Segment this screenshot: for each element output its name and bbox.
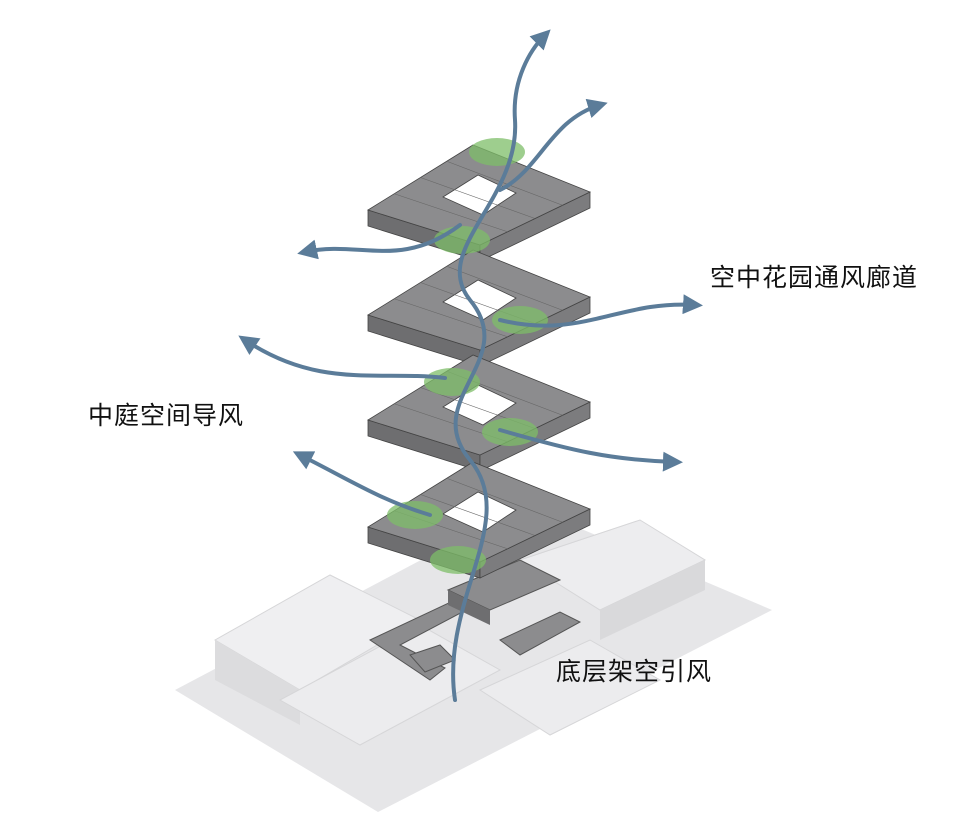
airflow-arrow-7 [292, 451, 432, 517]
airflow-arrow-5 [238, 335, 447, 380]
sky-garden-green-patch [387, 501, 443, 529]
label-atrium-wind: 中庭空间导风 [88, 401, 245, 430]
sky-garden-green-patch [469, 138, 525, 166]
label-ground-pilotis-wind: 底层架空引风 [556, 657, 713, 686]
airflow-arrow-2 [498, 98, 608, 192]
label-sky-garden-corridor: 空中花园通风廊道 [710, 263, 919, 292]
airflow-arrow-3 [297, 223, 462, 260]
airflow-arrow-4 [498, 294, 703, 328]
sky-garden-green-patch [434, 226, 490, 254]
floor-slab-4 [367, 461, 591, 579]
airflow-arrow-1 [451, 29, 551, 702]
floor-slab-2 [367, 249, 591, 367]
airflow-arrow-6 [498, 428, 683, 472]
floor-slab-3 [367, 354, 591, 472]
sky-garden-green-patch [424, 368, 480, 396]
sky-garden-green-patch [430, 546, 486, 574]
